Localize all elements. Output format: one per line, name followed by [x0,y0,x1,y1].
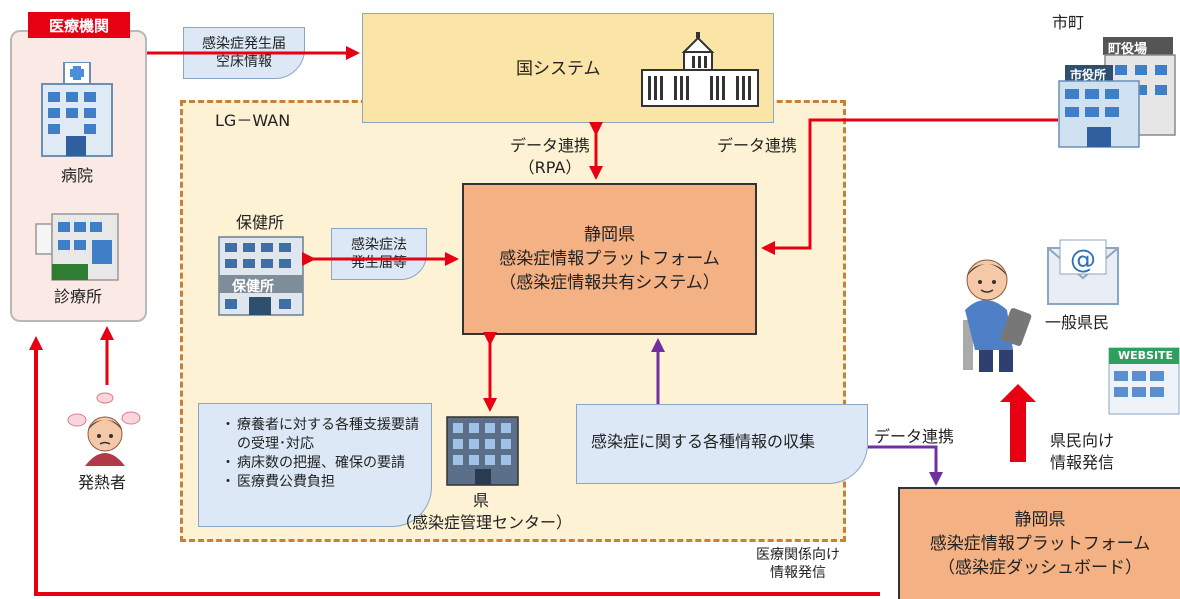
medical-institution-tag: 医療機関 [28,12,130,38]
medical-broadcast-label: 医療関係向け 情報発信 [738,546,858,582]
dashboard-line2: 感染症情報プラットフォーム [929,534,1151,554]
city-label: 市町 [1052,13,1085,32]
dashboard-box: 静岡県 感染症情報プラットフォーム （感染症ダッシュボード） [898,487,1180,599]
city-hall-icon [1045,35,1180,150]
duties-list: 療養者に対する各種支援要請の受理･対応 病床数の把握、確保の要請 医療費公費負担 [219,416,423,492]
dashboard-line1: 静岡県 [1014,510,1066,530]
law-doc-line1: 感染症法 [351,237,407,253]
city-data-link-label: データ連携 [717,136,798,155]
website-icon [1108,347,1180,415]
duty-item: 療養者に対する各種支援要請の受理･対応 [221,416,423,454]
prefecture-label-line1: 県 [472,491,489,510]
public-broadcast-label: 県民向け 情報発信 [1040,430,1124,474]
public-broadcast-line1: 県民向け [1049,431,1114,450]
platform-main-line1: 静岡県 [584,225,635,245]
arrow-public-broadcast [1000,384,1036,462]
citizen-person-icon [955,250,1035,375]
arrow-collect-to-dashboard [868,445,943,486]
city-hall-sign: 市役所 [1070,68,1107,82]
medical-broadcast-line2: 情報発信 [770,565,826,581]
clinic-label: 診療所 [54,287,103,306]
citizen-label: 一般県民 [1045,313,1110,332]
email-icon: @ [1046,238,1120,306]
fever-patient-icon [65,390,145,470]
prefecture-building-icon [445,415,520,487]
dashboard-line3: （感染症ダッシュボード） [938,558,1142,578]
collect-document: 感染症に関する各種情報の収集 [576,404,868,484]
clinic-icon [34,210,124,282]
platform-main-line3: （感染症情報共有システム） [499,273,720,293]
medical-broadcast-line1: 医療関係向け [756,547,840,563]
rpa-label-line1: データ連携 [509,136,590,155]
rpa-label: データ連携 （RPA） [480,135,620,179]
platform-main-line2: 感染症情報プラットフォーム [499,249,720,269]
collect-document-text: 感染症に関する各種情報の収集 [591,432,816,451]
fever-patient-label: 発熱者 [78,473,127,492]
prefecture-label-line2: （感染症管理センター） [396,513,573,532]
report-doc-line1: 感染症発生届 [202,36,286,52]
hospital-icon [36,62,118,157]
hospital-label: 病院 [61,166,94,185]
town-hall-sign: 町役場 [1108,42,1148,57]
platform-main-box: 静岡県 感染症情報プラットフォーム （感染症情報共有システム） [462,183,757,335]
health-center-label: 保健所 [236,213,285,232]
lgwan-label: LG－WAN [215,111,291,130]
public-broadcast-line2: 情報発信 [1049,453,1114,472]
health-center-icon [215,235,307,317]
report-doc-line2: 空床情報 [216,54,272,70]
law-document: 感染症法 発生届等 [331,228,427,280]
report-document: 感染症発生届 空床情報 [183,27,305,79]
duty-item: 病床数の把握、確保の要請 [221,454,423,473]
website-sign: WEBSITE [1118,349,1174,362]
prefecture-label: 県 （感染症管理センター） [396,490,573,534]
dashboard-data-link-label: データ連携 [874,427,955,446]
law-doc-line2: 発生届等 [351,255,407,271]
svg-text:@: @ [1070,245,1096,275]
national-diet-icon [640,30,760,108]
national-system-label: 国システム [516,59,601,79]
health-center-sign: 保健所 [232,279,274,295]
rpa-label-line2: （RPA） [518,158,582,177]
